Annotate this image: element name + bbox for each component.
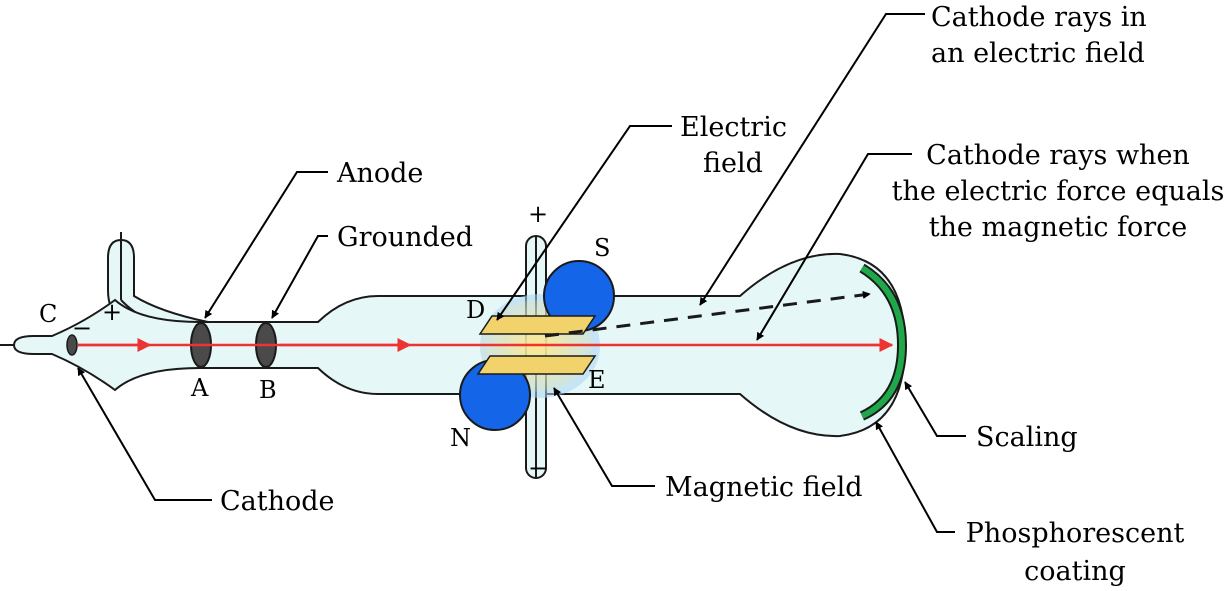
label-rays-electric-line1: Cathode rays in [931, 2, 1147, 33]
label-rays-equal-line2: the electric force equals [892, 176, 1225, 207]
sign-anode-plus: + [102, 298, 122, 326]
letter-a: A [190, 374, 209, 402]
label-anode: Anode [336, 158, 423, 189]
label-electric-field-line1: Electric [680, 112, 787, 143]
leader-rays-equal [756, 153, 912, 341]
label-magnetic-field: Magnetic field [665, 472, 863, 503]
letter-c: C [39, 300, 57, 328]
label-cathode: Cathode [220, 486, 335, 517]
leader-scaling [904, 381, 966, 437]
sign-cathode-minus: − [72, 314, 92, 342]
leader-cathode [77, 367, 212, 501]
label-scaling: Scaling [976, 422, 1078, 453]
letter-n: N [450, 424, 471, 452]
label-rays-equal-line1: Cathode rays when [926, 140, 1190, 171]
cathode-disc-icon [66, 334, 78, 356]
letter-d: D [466, 296, 485, 324]
leader-phosphorescent [875, 421, 955, 533]
label-phosphorescent-line1: Phosphorescent [966, 518, 1185, 549]
label-rays-electric-line2: an electric field [931, 38, 1145, 69]
phosphorescent-coating [860, 265, 906, 419]
sign-plate-bottom-minus: − [528, 454, 548, 482]
leader-grounded [271, 235, 328, 319]
leader-rays-electric [699, 13, 925, 306]
label-electric-field-line2: field [703, 148, 763, 179]
deflection-plate-d [478, 315, 597, 335]
leader-anode [204, 171, 328, 319]
leader-magnetic-field [553, 387, 655, 487]
label-phosphorescent-line2: coating [1024, 556, 1126, 587]
deflection-plate-e [476, 355, 597, 375]
letter-e: E [588, 366, 606, 394]
letter-s: S [594, 234, 610, 262]
leader-electric-field [496, 125, 672, 321]
label-rays-equal-line3: the magnetic force [929, 212, 1188, 243]
label-grounded: Grounded [337, 222, 473, 253]
deflected-beam [544, 290, 871, 338]
letter-b: B [259, 376, 277, 404]
sign-plate-top-plus: + [528, 200, 548, 228]
